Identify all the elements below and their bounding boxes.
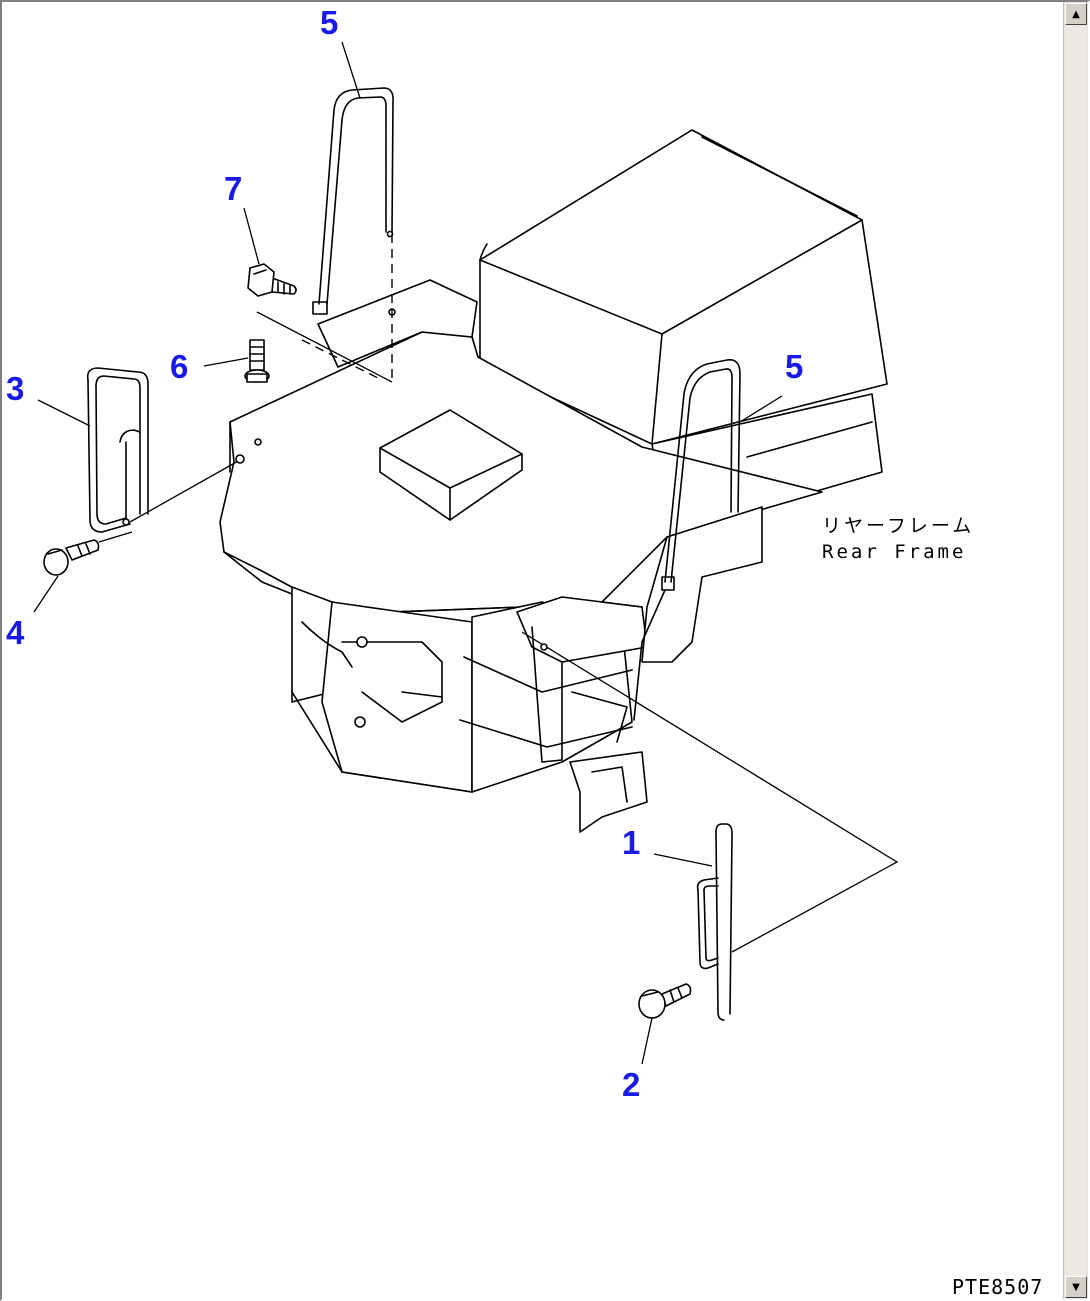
- callout-1: 1: [622, 824, 640, 861]
- rear-frame-body: [291, 506, 763, 833]
- diagram-canvas: 5 7 6 3 4 5 1 2 リヤーフレーム Rear Frame PTE85…: [2, 2, 1064, 1299]
- callout-leaders: [33, 41, 783, 1065]
- scroll-track[interactable]: [1065, 25, 1087, 1276]
- callout-5-right: 5: [785, 348, 803, 385]
- scroll-down-button[interactable]: ▼: [1065, 1276, 1087, 1298]
- frame-label-en: Rear Frame: [822, 541, 966, 563]
- callout-2: 2: [622, 1066, 640, 1103]
- callout-6: 6: [170, 348, 188, 385]
- bolt-4: [43, 539, 100, 576]
- arrow-up-icon: ▲: [1072, 8, 1080, 20]
- arrow-down-icon: ▼: [1072, 1281, 1080, 1293]
- handrail-right: [633, 358, 741, 721]
- callout-5-top: 5: [320, 4, 338, 41]
- handrail-top: [312, 87, 396, 316]
- handrail-lower: [696, 823, 733, 1021]
- callout-4: 4: [6, 614, 25, 651]
- bolt-7: [247, 263, 297, 297]
- assembly-guides: [98, 234, 899, 953]
- rear-frame-platform: [219, 279, 823, 615]
- frame-label-jp: リヤーフレーム: [822, 515, 974, 537]
- callout-3: 3: [6, 370, 24, 407]
- vertical-scrollbar[interactable]: ▲ ▼: [1063, 2, 1088, 1299]
- bolt-2: [638, 983, 692, 1019]
- handrail-left: [86, 367, 149, 533]
- bolt-6: [244, 339, 270, 383]
- scroll-up-button[interactable]: ▲: [1065, 3, 1087, 25]
- callout-7: 7: [224, 170, 242, 207]
- drawing-code: PTE8507: [952, 1275, 1043, 1299]
- parts-drawing: 5 7 6 3 4 5 1 2 リヤーフレーム Rear Frame PTE85…: [6, 4, 1043, 1299]
